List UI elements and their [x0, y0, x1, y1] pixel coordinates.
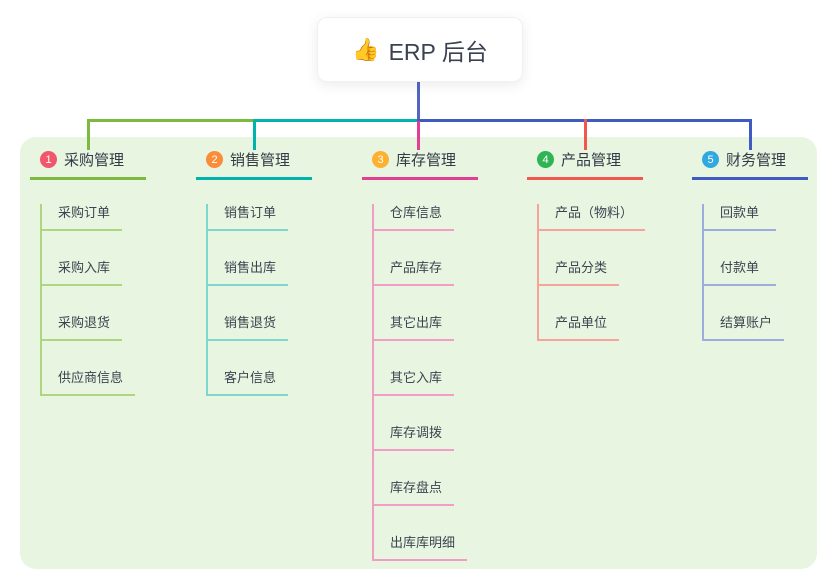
branch-node-sales[interactable]: 2 销售管理 — [196, 147, 356, 172]
connector-bus-green — [87, 119, 255, 122]
branch-underline — [30, 177, 146, 180]
mindmap-canvas-panel — [20, 137, 817, 569]
child-node-product-category[interactable]: 产品分类 — [539, 259, 620, 286]
branch-number-badge: 1 — [40, 151, 57, 168]
branch-children: 产品（物料） 产品分类 产品单位 — [537, 204, 687, 341]
branch-children: 仓库信息 产品库存 其它出库 其它入库 库存调拨 库存盘点 出库库明细 — [372, 204, 522, 561]
branch-node-product[interactable]: 4 产品管理 — [527, 147, 687, 172]
branch-node-inventory[interactable]: 3 库存管理 — [362, 147, 522, 172]
branch-number-badge: 3 — [372, 151, 389, 168]
child-node-payment-bill[interactable]: 付款单 — [704, 259, 776, 286]
branch-node-finance[interactable]: 5 财务管理 — [692, 147, 839, 172]
connector-drop-branch4 — [584, 119, 587, 150]
branch-product-management: 4 产品管理 产品（物料） 产品分类 产品单位 — [527, 147, 687, 341]
branch-children: 回款单 付款单 结算账户 — [702, 204, 839, 341]
child-node-stock-count[interactable]: 库存盘点 — [374, 479, 455, 506]
root-node-erp[interactable]: 👍 ERP 后台 — [317, 17, 523, 82]
branch-underline — [196, 177, 312, 180]
child-node-supplier-info[interactable]: 供应商信息 — [42, 369, 136, 396]
child-node-sales-outbound[interactable]: 销售出库 — [208, 259, 289, 286]
child-node-other-inbound[interactable]: 其它入库 — [374, 369, 455, 396]
branch-title: 财务管理 — [726, 152, 787, 169]
branch-number-badge: 2 — [206, 151, 223, 168]
child-node-sales-return[interactable]: 销售退货 — [208, 314, 289, 341]
child-node-settlement-account[interactable]: 结算账户 — [704, 314, 785, 341]
branch-underline — [527, 177, 643, 180]
child-node-product-material[interactable]: 产品（物料） — [539, 204, 646, 231]
child-node-receipt-bill[interactable]: 回款单 — [704, 204, 776, 231]
connector-bus-teal — [253, 119, 419, 122]
child-node-customer-info[interactable]: 客户信息 — [208, 369, 289, 396]
branch-title: 销售管理 — [230, 152, 291, 169]
connector-drop-branch3 — [417, 121, 420, 150]
child-node-purchase-return[interactable]: 采购退货 — [42, 314, 123, 341]
child-node-sales-order[interactable]: 销售订单 — [208, 204, 289, 231]
child-node-product-stock[interactable]: 产品库存 — [374, 259, 455, 286]
child-node-stock-transfer[interactable]: 库存调拨 — [374, 424, 455, 451]
branch-children: 采购订单 采购入库 采购退货 供应商信息 — [40, 204, 190, 396]
child-node-warehouse-info[interactable]: 仓库信息 — [374, 204, 455, 231]
branch-title: 库存管理 — [396, 152, 457, 169]
child-node-purchase-order[interactable]: 采购订单 — [42, 204, 123, 231]
branch-number-badge: 4 — [537, 151, 554, 168]
connector-drop-branch1 — [87, 119, 90, 150]
branch-title: 采购管理 — [64, 152, 125, 169]
branch-node-purchase[interactable]: 1 采购管理 — [30, 147, 190, 172]
child-node-product-unit[interactable]: 产品单位 — [539, 314, 620, 341]
child-node-other-outbound[interactable]: 其它出库 — [374, 314, 455, 341]
branch-children: 销售订单 销售出库 销售退货 客户信息 — [206, 204, 356, 396]
root-node-label: ERP 后台 — [388, 38, 488, 65]
connector-root-vertical — [417, 82, 420, 120]
connector-drop-branch2 — [253, 119, 256, 150]
branch-purchase-management: 1 采购管理 采购订单 采购入库 采购退货 供应商信息 — [30, 147, 190, 396]
thumbs-up-icon: 👍 — [352, 36, 380, 62]
child-node-purchase-inbound[interactable]: 采购入库 — [42, 259, 123, 286]
branch-number-badge: 5 — [702, 151, 719, 168]
branch-sales-management: 2 销售管理 销售订单 销售出库 销售退货 客户信息 — [196, 147, 356, 396]
child-node-outbound-detail[interactable]: 出库库明细 — [374, 534, 468, 561]
branch-title: 产品管理 — [561, 152, 622, 169]
branch-inventory-management: 3 库存管理 仓库信息 产品库存 其它出库 其它入库 库存调拨 库存盘点 出库库… — [362, 147, 522, 561]
branch-finance-management: 5 财务管理 回款单 付款单 结算账户 — [692, 147, 839, 341]
branch-underline — [362, 177, 478, 180]
branch-underline — [692, 177, 808, 180]
connector-drop-branch5 — [749, 119, 752, 150]
